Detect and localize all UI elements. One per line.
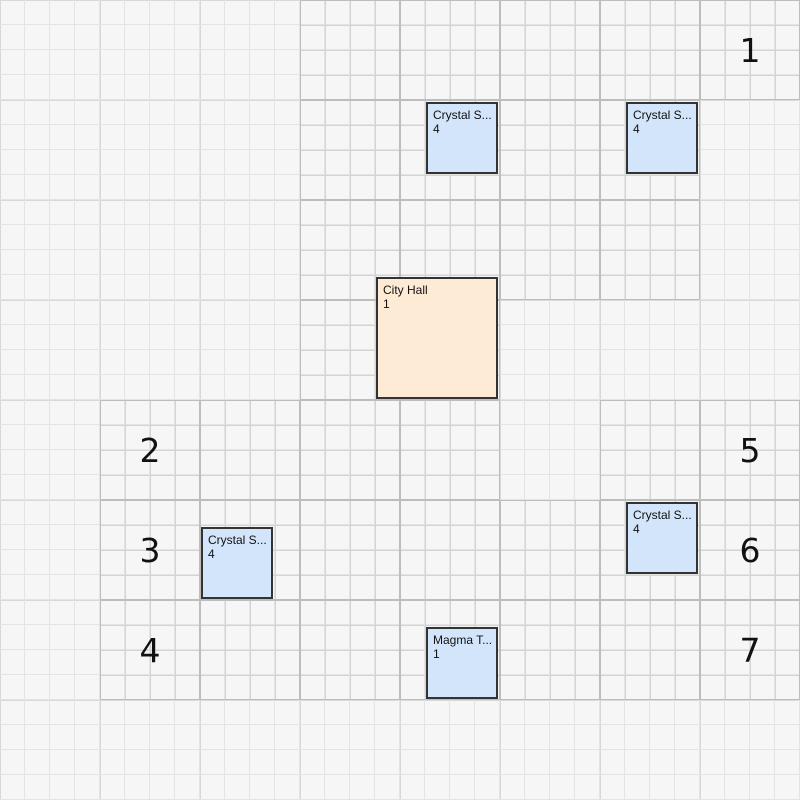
building-level: 4 [633, 522, 640, 536]
building-name: Crystal S... [433, 108, 491, 122]
active-tile[interactable] [200, 600, 300, 700]
active-tile[interactable] [100, 400, 200, 500]
active-tile[interactable] [300, 400, 400, 500]
row-label-6: 6 [739, 530, 761, 570]
building-level: 1 [383, 297, 390, 311]
active-tile[interactable] [500, 0, 600, 100]
building-level: 4 [433, 122, 440, 136]
active-tile[interactable] [500, 500, 600, 600]
active-tile[interactable] [300, 500, 400, 600]
active-tile[interactable] [300, 100, 400, 200]
active-tile[interactable] [400, 400, 500, 500]
active-tile[interactable] [500, 600, 600, 700]
active-tile[interactable] [700, 500, 800, 600]
row-label-1: 1 [739, 30, 761, 70]
building-name: Crystal S... [633, 108, 691, 122]
active-tile[interactable] [300, 600, 400, 700]
row-label-4: 4 [139, 630, 161, 670]
active-tile[interactable] [700, 400, 800, 500]
active-tile[interactable] [600, 200, 700, 300]
building-crystal[interactable]: Crystal S... 4 [201, 527, 273, 599]
building-level: 1 [433, 647, 440, 661]
active-tile[interactable] [600, 400, 700, 500]
building-magma[interactable]: Magma T... 1 [426, 627, 498, 699]
building-crystal[interactable]: Crystal S... 4 [426, 102, 498, 174]
active-tile[interactable] [600, 0, 700, 100]
building-name: City Hall [383, 283, 428, 297]
active-tile[interactable] [700, 600, 800, 700]
building-level: 4 [633, 122, 640, 136]
building-crystal[interactable]: Crystal S... 4 [626, 102, 698, 174]
active-tile[interactable] [400, 500, 500, 600]
building-crystal[interactable]: Crystal S... 4 [626, 502, 698, 574]
active-tile[interactable] [300, 0, 400, 100]
active-tile[interactable] [600, 600, 700, 700]
active-tile[interactable] [700, 0, 800, 100]
active-tile[interactable] [500, 100, 600, 200]
row-label-3: 3 [139, 530, 161, 570]
building-name: Crystal S... [208, 533, 266, 547]
active-tile[interactable] [400, 0, 500, 100]
building-city-hall[interactable]: City Hall 1 [376, 277, 498, 399]
active-tile[interactable] [100, 600, 200, 700]
active-tile[interactable] [100, 500, 200, 600]
active-tile[interactable] [200, 400, 300, 500]
row-label-7: 7 [739, 630, 761, 670]
building-name: Magma T... [433, 633, 491, 647]
row-label-2: 2 [139, 430, 161, 470]
active-tile[interactable] [500, 200, 600, 300]
row-label-5: 5 [739, 430, 761, 470]
building-level: 4 [208, 547, 215, 561]
building-name: Crystal S... [633, 508, 691, 522]
